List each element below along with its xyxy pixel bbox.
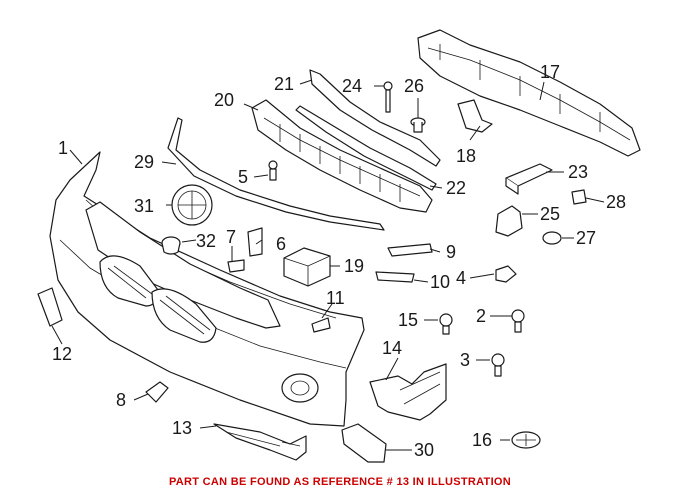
part-7-bracket[interactable] bbox=[227, 259, 245, 273]
part-30-trim[interactable] bbox=[341, 423, 387, 463]
part-15-screw[interactable] bbox=[439, 313, 453, 335]
leader-lines bbox=[51, 79, 605, 451]
callout-30: 30 bbox=[414, 440, 434, 460]
callout-4: 4 bbox=[456, 268, 466, 288]
part-16-cap[interactable] bbox=[511, 431, 541, 449]
callout-2: 2 bbox=[476, 306, 486, 326]
callout-20: 20 bbox=[214, 90, 234, 110]
callout-31: 31 bbox=[134, 196, 154, 216]
callout-13: 13 bbox=[172, 418, 192, 438]
callout-15: 15 bbox=[398, 310, 418, 330]
callout-14: 14 bbox=[382, 338, 402, 358]
part-32-bumper-stop[interactable] bbox=[161, 236, 181, 255]
callout-6: 6 bbox=[276, 234, 286, 254]
callout-28: 28 bbox=[606, 192, 626, 212]
callout-10: 10 bbox=[430, 272, 450, 292]
part-20-energy-absorber[interactable] bbox=[251, 99, 433, 213]
part-11-clip[interactable] bbox=[311, 317, 331, 333]
callout-24: 24 bbox=[342, 76, 362, 96]
callout-16: 16 bbox=[472, 430, 492, 450]
part-22-trim-strip[interactable] bbox=[295, 105, 437, 191]
part-25-sensor-bracket[interactable] bbox=[495, 205, 523, 237]
part-5-screw[interactable] bbox=[268, 160, 278, 181]
part-26-push-clip[interactable] bbox=[410, 117, 426, 133]
part-8-bracket[interactable] bbox=[145, 381, 169, 403]
part-13-grille-insert[interactable] bbox=[213, 423, 307, 461]
part-12-reflector[interactable] bbox=[37, 287, 63, 327]
callout-5: 5 bbox=[238, 167, 248, 187]
part-6-clip[interactable] bbox=[247, 227, 263, 257]
part-28-clip[interactable] bbox=[571, 189, 587, 205]
callout-3: 3 bbox=[460, 350, 470, 370]
callout-22: 22 bbox=[446, 178, 466, 198]
part-9-trim[interactable] bbox=[387, 243, 433, 257]
callout-1: 1 bbox=[58, 138, 68, 158]
part-18-bracket[interactable] bbox=[457, 99, 493, 133]
callout-11: 11 bbox=[326, 288, 345, 308]
part-4-nut[interactable] bbox=[495, 265, 517, 283]
callout-21: 21 bbox=[274, 74, 294, 94]
callout-23: 23 bbox=[568, 162, 588, 182]
callout-29: 29 bbox=[134, 152, 154, 172]
callout-25: 25 bbox=[540, 204, 560, 224]
callout-8: 8 bbox=[116, 390, 126, 410]
callout-18: 18 bbox=[456, 146, 476, 166]
part-3-screw[interactable] bbox=[491, 353, 505, 377]
callout-26: 26 bbox=[404, 76, 424, 96]
fog-light-opening bbox=[281, 373, 319, 403]
callout-19: 19 bbox=[344, 256, 364, 276]
part-23-rail-bracket[interactable] bbox=[505, 163, 553, 195]
callout-32: 32 bbox=[196, 231, 216, 251]
part-21-upper-strip[interactable] bbox=[309, 69, 441, 167]
part-31-emblem[interactable] bbox=[171, 184, 213, 226]
callout-9: 9 bbox=[446, 242, 456, 262]
part-24-bolt[interactable] bbox=[383, 81, 393, 113]
footnote: PART CAN BE FOUND AS REFERENCE # 13 IN I… bbox=[168, 476, 512, 488]
part-2-screw[interactable] bbox=[511, 309, 525, 333]
part-14-side-bracket[interactable] bbox=[369, 363, 447, 421]
kidney-grille bbox=[99, 255, 217, 343]
part-17-reinforcement-bar[interactable] bbox=[417, 29, 641, 157]
callout-labels: 1 2 3 4 5 6 7 8 9 10 11 12 13 14 15 16 1… bbox=[52, 62, 626, 460]
callout-27: 27 bbox=[576, 228, 596, 248]
part-10-trim[interactable] bbox=[375, 271, 415, 283]
callout-7: 7 bbox=[226, 227, 236, 247]
part-27-sensor[interactable] bbox=[542, 231, 562, 245]
callout-17: 17 bbox=[540, 62, 560, 82]
part-19-foam-block[interactable] bbox=[283, 247, 331, 287]
callout-12: 12 bbox=[52, 344, 72, 364]
part-29-seal-strip[interactable] bbox=[167, 117, 385, 231]
